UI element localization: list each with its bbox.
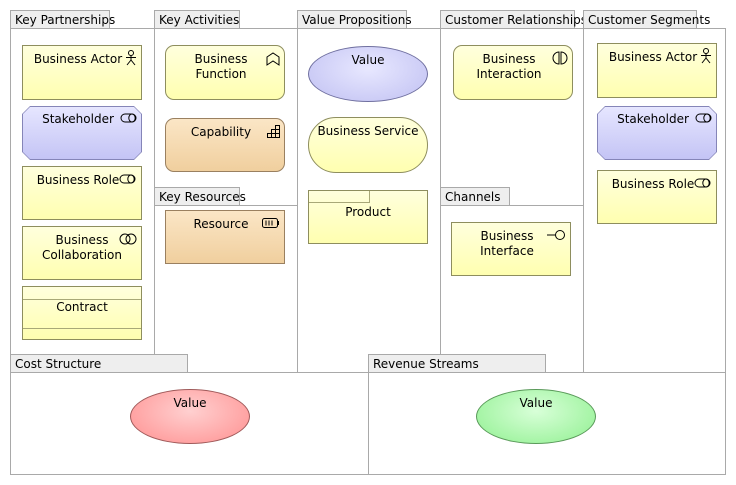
business-actor-icon [126, 50, 136, 66]
cost-structure-tab[interactable]: Cost Structure [10, 354, 188, 372]
cost-value-label: Value [173, 396, 207, 410]
business-actor-icon [701, 48, 711, 64]
key-partnerships-tab[interactable]: Key Partnerships [10, 10, 115, 28]
kp-stakeholder[interactable]: Stakeholder [22, 106, 142, 160]
revenue-value[interactable]: Value [476, 389, 596, 444]
vp-product[interactable]: Product [308, 190, 428, 244]
business-role-icon [119, 174, 136, 184]
kp-stakeholder-label: Stakeholder [42, 112, 114, 126]
stakeholder-icon [120, 113, 138, 123]
ch-business-interface-label: Business Interface [480, 229, 534, 258]
vp-business-service[interactable]: Business Service [308, 117, 428, 173]
cost-value[interactable]: Value [130, 389, 250, 444]
cs-business-role[interactable]: Business Role [597, 170, 717, 224]
ka-capability[interactable]: Capability [165, 118, 285, 172]
revenue-value-label: Value [519, 396, 553, 410]
ka-business-function[interactable]: Business Function [165, 45, 285, 100]
business-collaboration-icon [119, 233, 137, 245]
cr-business-interaction[interactable]: Business Interaction [453, 45, 573, 100]
kp-business-actor-label: Business Actor [33, 52, 123, 66]
cs-business-actor-label: Business Actor [608, 50, 698, 64]
customer-segments-tab[interactable]: Customer Segments [583, 10, 710, 28]
kp-business-collaboration-label: Business Collaboration [42, 233, 122, 262]
product-tab-box [309, 191, 370, 203]
cs-business-actor[interactable]: Business Actor [597, 43, 717, 98]
cr-business-interaction-label: Business Interaction [476, 52, 542, 81]
ka-capability-label: Capability [190, 125, 252, 139]
business-interface-icon [547, 230, 565, 240]
kp-business-role-label: Business Role [36, 173, 120, 187]
vp-business-service-label: Business Service [317, 124, 419, 138]
business-function-icon [266, 52, 280, 66]
kr-resource-label: Resource [193, 217, 249, 231]
kp-business-actor[interactable]: Business Actor [22, 45, 142, 100]
cs-business-role-label: Business Role [611, 177, 695, 191]
resource-icon [262, 218, 279, 228]
kp-business-collaboration[interactable]: Business Collaboration [22, 226, 142, 280]
channels-tab[interactable]: Channels [440, 187, 510, 205]
revenue-streams-tab[interactable]: Revenue Streams [368, 354, 546, 372]
key-activities-tab[interactable]: Key Activities [154, 10, 240, 28]
kp-business-role[interactable]: Business Role [22, 166, 142, 220]
stakeholder-icon [695, 113, 713, 123]
vp-value-label: Value [351, 53, 385, 67]
kr-resource[interactable]: Resource [165, 210, 285, 264]
vp-product-label: Product [345, 205, 391, 219]
contract-line-top [23, 299, 141, 300]
cs-stakeholder-label: Stakeholder [617, 112, 689, 126]
customer-relationships-tab[interactable]: Customer Relationships [440, 10, 587, 28]
vp-value[interactable]: Value [308, 46, 428, 102]
ka-business-function-label: Business Function [194, 52, 248, 81]
business-interaction-icon [552, 51, 568, 65]
business-role-icon [694, 178, 711, 188]
capability-icon [267, 125, 280, 138]
kp-contract[interactable]: Contract [22, 286, 142, 340]
contract-line-bottom [23, 328, 141, 329]
key-resources-tab[interactable]: Key Resources [154, 187, 246, 205]
cs-stakeholder[interactable]: Stakeholder [597, 106, 717, 160]
value-propositions-tab[interactable]: Value Propositions [297, 10, 412, 28]
kp-contract-label: Contract [56, 300, 108, 314]
ch-business-interface[interactable]: Business Interface [451, 222, 571, 276]
